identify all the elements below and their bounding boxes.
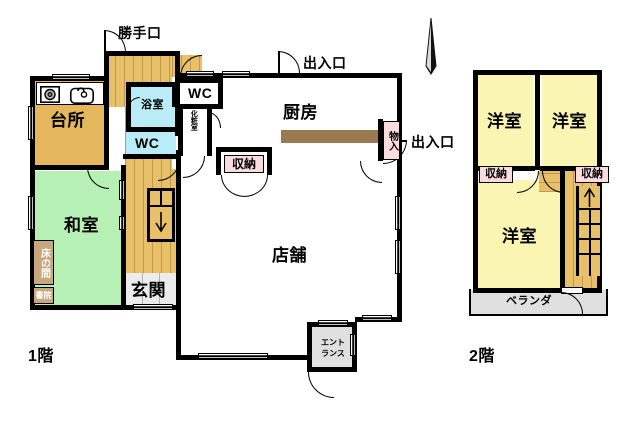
wall-veranda-bottom: [469, 314, 608, 316]
label-floor2: 2階: [469, 348, 495, 365]
label-deiriguchi-right: 出入口: [411, 134, 455, 150]
wall-store-left-low: [176, 310, 181, 360]
door-chubo-top[interactable]: [278, 51, 300, 73]
door-entrance-vestibule[interactable]: [308, 372, 334, 398]
room-tenpo: [180, 160, 400, 360]
wall-vest-bottom: [307, 367, 357, 372]
wall-f2-mid-vert: [535, 70, 540, 170]
door-leaf-katteguchi: [104, 30, 106, 52]
tag-tokonoma: 床の間: [33, 240, 54, 285]
wall-bath-top: [126, 82, 180, 87]
floor2-plan: 収納 収納 洋室 洋室 洋室 ベランダ 2階: [460, 0, 640, 426]
wall-hall-right: [175, 76, 180, 136]
wall-f2-bottom: [473, 288, 602, 293]
label-floor1: 1階: [28, 348, 54, 365]
label-wc-upper: WC: [188, 85, 213, 101]
window-washitsu-right-b: [119, 216, 125, 230]
tag-entrance-line2: ランス: [321, 349, 345, 358]
label-veranda: ベランダ: [506, 295, 552, 307]
wall-f2-stair-left: [576, 186, 580, 276]
sink-icon: [70, 85, 94, 104]
window-kitchen-left: [28, 106, 34, 140]
tag-shoin: 書院: [33, 287, 54, 304]
kitchen-counter: [281, 130, 380, 143]
tag-shuno-center: 収納: [224, 155, 264, 173]
wall-bath-bottom: [126, 127, 176, 132]
wall-f2-left: [473, 70, 478, 292]
window-store-bottom: [198, 353, 268, 359]
stove-icon: [40, 86, 60, 103]
wall-wc-upper-right: [218, 78, 223, 109]
tag-entrance: エント ランス: [313, 333, 353, 363]
room-genkan: [125, 273, 177, 308]
wall-chubo-top: [180, 73, 402, 78]
wall-katteguchi-top: [104, 51, 180, 56]
label-keshoshitsu: 化粧室: [190, 110, 198, 131]
floor1-plan: 台所 和室 浴室 WC WC 化粧室 厨房 店舗 玄関 勝手口 出入口 出入口 …: [0, 0, 460, 426]
area-veranda: [470, 290, 607, 315]
wall-k-bottom: [30, 165, 109, 170]
north-arrow: [419, 17, 443, 75]
door-leaf-chubo-top: [278, 51, 280, 73]
wall-veranda-right: [606, 289, 608, 316]
label-chubo: 厨房: [283, 103, 318, 122]
wall-washitsu-right: [121, 165, 126, 310]
label-washitsu: 和室: [64, 216, 99, 235]
wall-katteguchi-right: [175, 51, 180, 79]
window-washitsu-left: [28, 196, 34, 230]
label-yokushitsu: 浴室: [141, 99, 164, 111]
wall-veranda-left: [469, 289, 471, 316]
staircase-up: [579, 186, 600, 276]
label-wc-lower: WC: [135, 135, 160, 151]
window-chubo-top-b: [222, 71, 250, 77]
label-tenpo: 店舗: [272, 246, 307, 265]
label-f2-yoshitsu-top-left: 洋室: [487, 112, 522, 131]
wall-shuno-right: [267, 147, 272, 175]
tag-entrance-line1: エント: [321, 338, 345, 347]
wall-wc-upper-top: [180, 78, 222, 83]
window-genkan-bottom: [133, 304, 173, 310]
wall-bath-right: [172, 82, 177, 107]
wall-shuno-left: [216, 147, 221, 175]
wall-f2-b-right: [560, 171, 565, 292]
wall-kesho-right: [207, 104, 212, 156]
room-yoshitsu-top-left: [476, 74, 533, 170]
wall-k-right: [104, 55, 109, 167]
wall-w-bottom: [30, 305, 180, 310]
room-entrance-vestibule: [310, 327, 355, 369]
tag-shuno-f2-right: 収納: [575, 166, 609, 183]
label-genkan: 玄関: [131, 281, 166, 300]
room-washitsu: [33, 171, 125, 306]
window-washitsu-right-a: [119, 180, 125, 200]
window-store-right-low: [362, 315, 392, 321]
wall-wclower-bottom: [123, 154, 180, 159]
staircase-down: [147, 188, 175, 242]
window-vest-top: [318, 320, 348, 326]
wall-kesho-left: [178, 104, 183, 156]
wall-wc-upper-bottom: [180, 104, 222, 109]
room-yoshitsu-bottom: [476, 180, 564, 290]
window-store-right-b: [395, 240, 401, 274]
window-veranda-door: [561, 287, 583, 294]
room-wc-lower: [126, 131, 176, 156]
tag-shuno-f2-left: 収納: [479, 166, 513, 183]
wall-shuno-top: [216, 147, 272, 152]
window-kitchen-top: [52, 74, 90, 80]
wall-katteguchi-left: [104, 51, 109, 79]
wall-vest-left: [307, 322, 312, 372]
wall-monoire-left: [378, 119, 383, 161]
label-daidokoro: 台所: [50, 111, 85, 130]
window-store-right-a: [395, 196, 401, 230]
label-f2-yoshitsu-top-right: 洋室: [552, 112, 587, 131]
wall-hall-right2: [176, 150, 181, 310]
window-vest-right: [350, 334, 356, 356]
wall-chubo-right: [397, 73, 402, 161]
tag-monoire: 物入: [383, 121, 400, 160]
wall-k-left: [30, 76, 35, 310]
room-yoshitsu-top-right: [542, 74, 599, 170]
label-f2-yoshitsu-bottom: 洋室: [502, 227, 537, 246]
label-deiriguchi-top: 出入口: [303, 55, 347, 71]
wall-f2-tr-bottom: [540, 166, 602, 171]
label-katteguchi: 勝手口: [118, 25, 162, 41]
